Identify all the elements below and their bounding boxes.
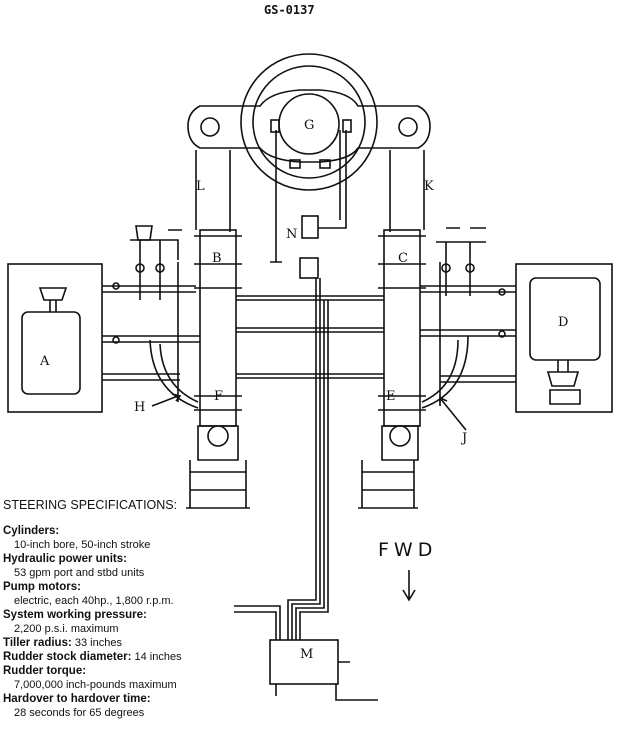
spec-torque: Rudder torque: 7,000,000 inch-pounds max…: [3, 664, 333, 692]
spec-label: Rudder torque:: [3, 665, 87, 677]
spec-label: Hydraulic power units:: [3, 553, 127, 565]
rudder-stop-left: [197, 425, 239, 461]
pump-motor-a: [38, 287, 68, 312]
label-m: M: [300, 647, 313, 662]
spec-value: 2,200 p.s.i. maximum: [14, 623, 119, 635]
spec-label: Pump motors:: [3, 581, 81, 593]
power-unit-d-frame: [515, 263, 613, 413]
label-e: E: [386, 389, 396, 404]
label-n: N: [286, 227, 297, 242]
spec-pressure: System working pressure: 2,200 p.s.i. ma…: [3, 608, 333, 636]
steering-specifications: STEERING SPECIFICATIONS: Cylinders: 10-i…: [3, 498, 333, 720]
base-bracket-right: [358, 460, 418, 509]
tiller-pin-left: [200, 117, 220, 137]
piping-right: [420, 241, 516, 409]
label-d: D: [558, 315, 568, 330]
tiller-crosshead: [187, 89, 431, 163]
specs-title: STEERING SPECIFICATIONS:: [3, 498, 178, 512]
control-lines: [234, 278, 329, 640]
label-f: F: [214, 389, 223, 404]
spec-hpu: Hydraulic power units: 53 gpm port and s…: [3, 552, 333, 580]
label-b: B: [212, 251, 222, 266]
spec-label: Cylinders:: [3, 525, 60, 537]
label-h: H: [134, 400, 145, 415]
label-l: L: [196, 179, 205, 194]
spec-value: 53 gpm port and stbd units: [14, 567, 145, 579]
rudder-stop-right: [381, 425, 419, 461]
spec-label: Tiller radius:: [3, 637, 72, 649]
label-c: C: [398, 251, 408, 266]
piping-left: [102, 239, 200, 409]
spec-stock: Rudder stock diameter: 14 inches: [3, 650, 333, 664]
follow-up-unit-n: [301, 215, 319, 239]
rudder-stock-inner-ring: [252, 65, 366, 179]
power-unit-a-frame: [7, 263, 103, 413]
leader-h: [151, 393, 182, 407]
fwd-label: FWD: [378, 539, 437, 561]
spec-motors: Pump motors: electric, each 40hp., 1,800…: [3, 580, 333, 608]
spec-value: 7,000,000 inch-pounds maximum: [14, 679, 177, 691]
spec-label: Rudder stock diameter:: [3, 651, 132, 663]
spec-value: 28 seconds for 65 degrees: [14, 707, 145, 719]
spec-cylinders: Cylinders: 10-inch bore, 50-inch stroke: [3, 524, 333, 552]
label-k: K: [424, 179, 434, 194]
power-unit-d-tank: [529, 277, 601, 361]
spec-hardover: Hardover to hardover time: 28 seconds fo…: [3, 692, 333, 720]
spec-label: Hardover to hardover time:: [3, 693, 151, 705]
spec-value: 10-inch bore, 50-inch stroke: [14, 539, 151, 551]
leader-j: [439, 396, 467, 431]
cross-piping: [236, 295, 384, 379]
power-unit-a-tank: [21, 311, 81, 395]
spec-value: 33 inches: [71, 637, 122, 649]
sheet-code: GS-0137: [264, 3, 315, 17]
base-bracket-left: [186, 460, 250, 509]
control-unit-bracket: [275, 661, 378, 701]
spec-value: 14 inches: [131, 651, 182, 663]
spec-label: System working pressure:: [3, 609, 147, 621]
follow-up-linkage: [270, 130, 347, 263]
spec-value: electric, each 40hp., 1,800 r.p.m.: [14, 595, 174, 607]
fwd-arrow-shaft: [402, 570, 416, 602]
label-j: J: [460, 431, 467, 446]
pump-motor-d: [546, 360, 581, 405]
connecting-rod-k: [389, 150, 425, 232]
connecting-rod-l: [195, 150, 231, 232]
spec-tiller: Tiller radius: 33 inches: [3, 636, 333, 650]
tiller-pin-right: [398, 117, 418, 137]
follow-up-unit-lower: [299, 257, 319, 279]
rudder-stock-housing: [240, 53, 378, 191]
label-a: A: [39, 354, 50, 369]
label-g: G: [304, 118, 314, 133]
